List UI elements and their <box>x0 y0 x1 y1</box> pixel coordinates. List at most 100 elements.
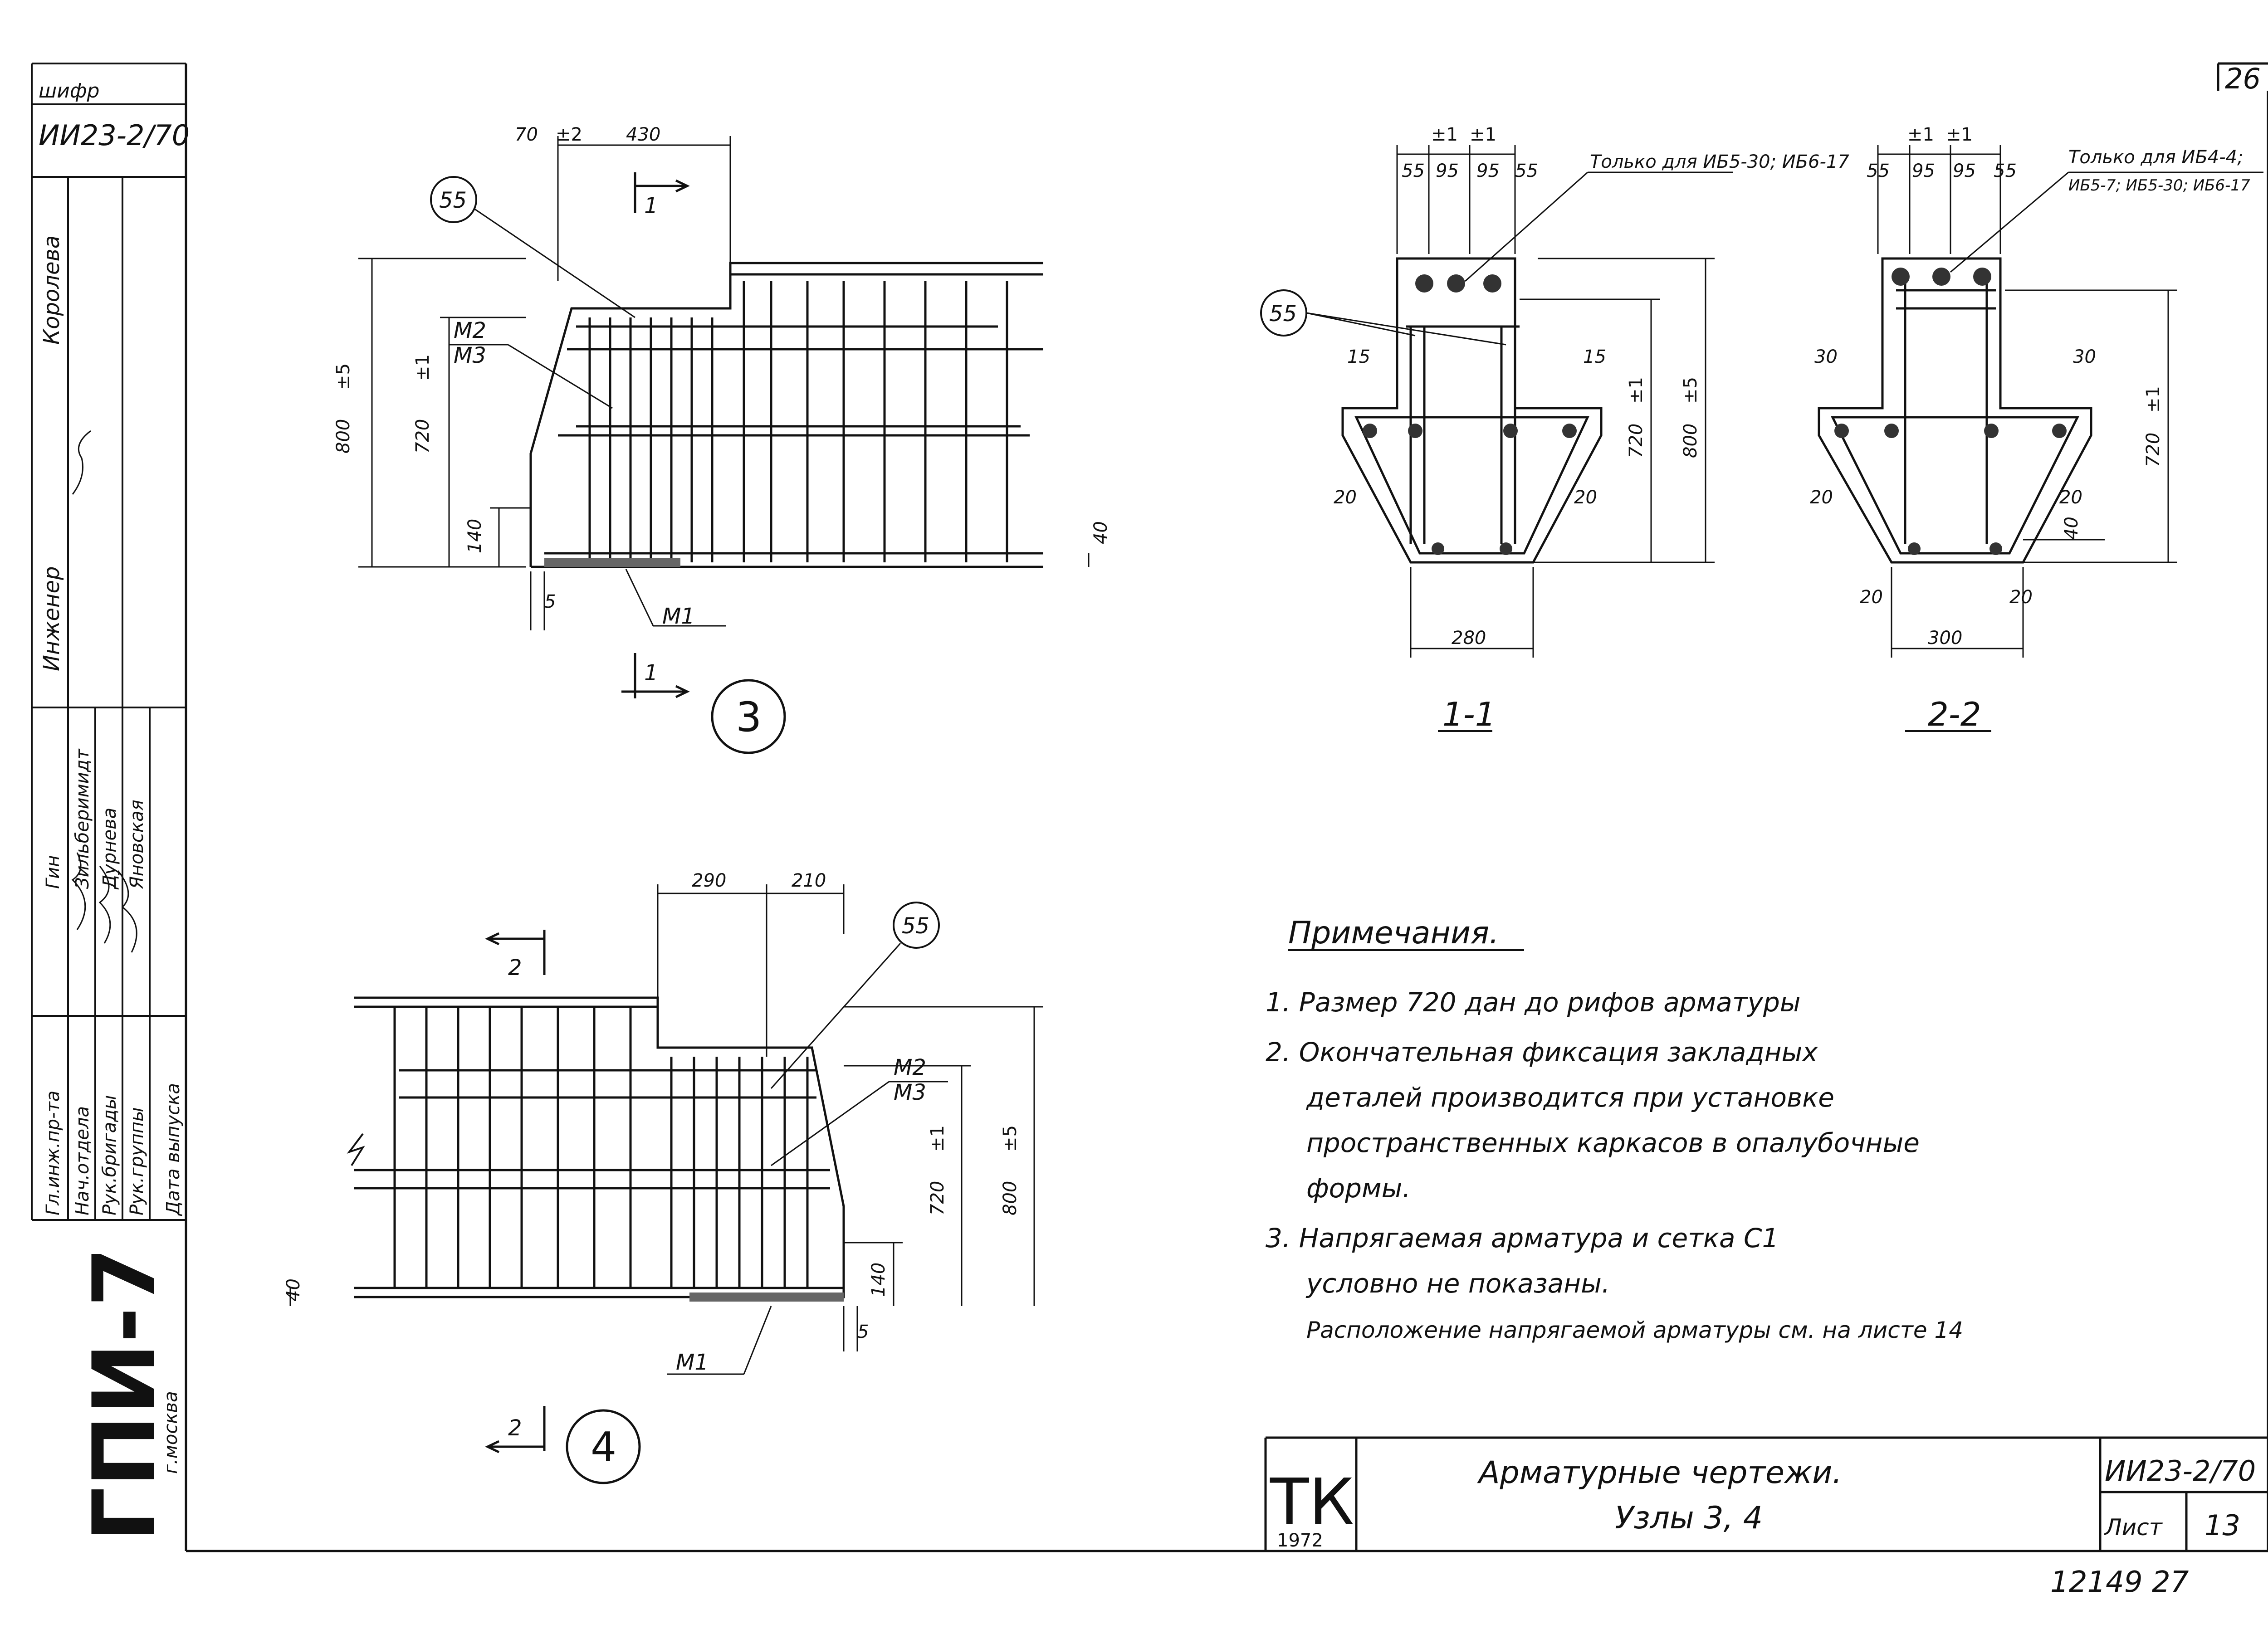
section-2-2-note-line-1: Только для ИБ4-4; <box>2068 147 2244 168</box>
section-2-2-dim-t3: 95 <box>1953 161 1976 181</box>
node-4-marker: 55 <box>902 913 929 939</box>
section-2-2-bars <box>1834 268 2067 555</box>
section-2-2-dim-b-r: 20 <box>2009 587 2033 608</box>
title-block-sheet-label: Лист <box>2104 1514 2163 1541</box>
node-4-drawing: 290 210 ±1 720 ±5 800 140 40 5 55 М2 М3 … <box>283 870 1043 1484</box>
stamp-engineer-name: Королева <box>39 235 64 345</box>
section-2-2-dim-t1: 55 <box>1867 161 1890 181</box>
node-3-embedded-plate <box>544 558 680 567</box>
node-4-label: 4 <box>591 1424 616 1471</box>
section-1-1-bars <box>1363 274 1577 555</box>
node-3-bar-m1: М1 <box>662 604 695 629</box>
title-block: ТК 1972 Арматурные чертежи. Узлы 3, 4 ИИ… <box>1264 1436 2268 1551</box>
section-2-2-dim-s-r: 30 <box>2073 346 2096 367</box>
notes-line-2: 2. Окончательная фиксация закладных <box>1266 1037 1818 1068</box>
section-1-1-dim-s-l: 15 <box>1347 346 1370 367</box>
section-1-1-tol-5: ±5 <box>1680 377 1701 404</box>
section-2-2-tol-1: ±1 <box>2143 386 2164 413</box>
section-1-1-tol-b: ±1 <box>1470 124 1496 145</box>
node-3-tol-1: ±1 <box>412 354 433 381</box>
sheet-number: 26 <box>2225 62 2261 95</box>
node-4-dim-290: 290 <box>692 870 726 891</box>
node-3-dim-40: 40 <box>1090 521 1111 544</box>
section-2-2-dim-40: 40 <box>2061 517 2082 540</box>
node-3-label-circle <box>711 679 786 754</box>
section-1-1-tol-1: ±1 <box>1626 377 1647 404</box>
section-1-1-dim-t1: 55 <box>1402 161 1425 181</box>
node-3-bar-m2: М2 <box>454 318 486 343</box>
section-2-2-dim-720: 720 <box>2143 433 2164 467</box>
section-2-2-dim-c-r: 20 <box>2059 487 2082 508</box>
node-4-dim-210: 210 <box>792 870 826 891</box>
node-3-dim-70: 70 <box>515 124 538 145</box>
section-1-1-note: Только для ИБ5-30; ИБ6-17 <box>1590 151 1849 172</box>
node-3-drawing: 70 ±2 430 800 ±5 720 ±1 140 40 5 55 М2 М… <box>333 124 1111 754</box>
notes-line-4: пространственных каркасов в опалубочные <box>1306 1127 1920 1158</box>
section-1-1-dim-800: 800 <box>1680 424 1701 458</box>
stamp-role-5: Дата выпуска <box>163 1083 184 1216</box>
node-4-section-mark-bottom <box>485 1406 546 1454</box>
node-3-dim-800: 800 <box>333 419 354 454</box>
node-4-bar-m1: М1 <box>676 1350 709 1375</box>
section-2-2-title: 2-2 <box>1928 695 1981 733</box>
node-3-label: 3 <box>736 693 762 741</box>
node-4-embedded-plate <box>689 1293 844 1302</box>
section-1-1-marker: 55 <box>1269 301 1297 327</box>
section-1-1-dim-t3: 95 <box>1476 161 1500 181</box>
stamp-name-1: Гин <box>43 855 64 889</box>
stamp-role-3: Рук.бригады <box>99 1095 120 1216</box>
stamp-code: ИИ23-2/70 <box>39 119 190 152</box>
stamp-signatures <box>71 430 137 953</box>
node-3-tol-2: ±2 <box>556 124 582 145</box>
stamp-name-3: Дурнева <box>99 808 120 890</box>
stamp-role-2: Нач.отдела <box>72 1106 93 1215</box>
node-3-section-mark-bottom-label: 1 <box>644 660 658 686</box>
stamp-role-1: Гл.инж.пр-та <box>43 1091 64 1215</box>
stamp-name-2: Зильберимидт <box>72 748 93 889</box>
stamp-role-4: Рук.группы <box>127 1107 147 1215</box>
notes-line-3: деталей производится при установке <box>1306 1082 1834 1113</box>
title-block-code: ИИ23-2/70 <box>2105 1454 2256 1488</box>
node-4-section-mark-bottom-label: 2 <box>508 1415 522 1441</box>
title-block-line-1: Арматурные чертежи. <box>1477 1455 1842 1491</box>
node-3-section-mark-top-label: 1 <box>644 193 658 219</box>
section-1-1-dim-t4: 55 <box>1515 161 1538 181</box>
notes-title: Примечания. <box>1288 915 1499 951</box>
title-block-line-2: Узлы 3, 4 <box>1615 1500 1763 1536</box>
stamp-city: г.москва <box>161 1391 181 1474</box>
node-3-bar-m3: М3 <box>454 343 486 368</box>
left-stamp: шифр ИИ23-2/70 Королева Инженер Гл.инж.п… <box>31 63 190 1542</box>
section-2-2-dim-t2: 95 <box>1912 161 1935 181</box>
node-3-section-mark-top <box>634 172 690 213</box>
node-3-dim-430: 430 <box>626 124 660 145</box>
node-3-marker: 55 <box>439 188 467 213</box>
notes-line-7: условно не показаны. <box>1305 1268 1610 1299</box>
sheet-frame <box>185 62 2268 1552</box>
section-2-2-dim-bottom: 300 <box>1928 628 1962 649</box>
stamp-cipher-label: шифр <box>39 79 99 102</box>
node-4-stirrups <box>393 1007 809 1288</box>
notes-line-8: Расположение напрягаемой арматуры см. на… <box>1306 1317 1963 1343</box>
node-4-label-circle <box>566 1409 641 1484</box>
node-4-tol-1: ±1 <box>927 1125 948 1152</box>
node-3-section-mark-bottom <box>621 653 690 698</box>
stamp-org: ГПИ-7 <box>74 1247 175 1542</box>
node-4-marker-circle <box>893 902 940 949</box>
section-2-2-drawing: ±1 ±1 55 95 95 55 Только для ИБ4-4; ИБ5-… <box>1810 124 2263 733</box>
node-3-dim-5: 5 <box>544 591 556 612</box>
node-3-dim-720: 720 <box>412 419 433 454</box>
section-1-1-dim-s-r: 15 <box>1583 346 1606 367</box>
section-1-1-title: 1-1 <box>1442 695 1496 733</box>
section-1-1-dim-720: 720 <box>1626 424 1647 458</box>
node-4-bar-m2: М2 <box>894 1055 926 1080</box>
stamp-name-4: Яновская <box>127 800 147 889</box>
node-4-break-line <box>347 1133 365 1166</box>
title-block-year: 1972 <box>1277 1530 1323 1551</box>
node-3-tol-5: ±5 <box>333 363 354 390</box>
title-block-logo: ТК <box>1270 1465 1354 1539</box>
section-2-2-note-line-2: ИБ5-7; ИБ5-30; ИБ6-17 <box>2068 176 2250 195</box>
title-block-sheet-number: 13 <box>2204 1509 2240 1542</box>
section-1-1-dim-c-r: 20 <box>1574 487 1597 508</box>
section-2-2-dim-c-l: 20 <box>1810 487 1833 508</box>
